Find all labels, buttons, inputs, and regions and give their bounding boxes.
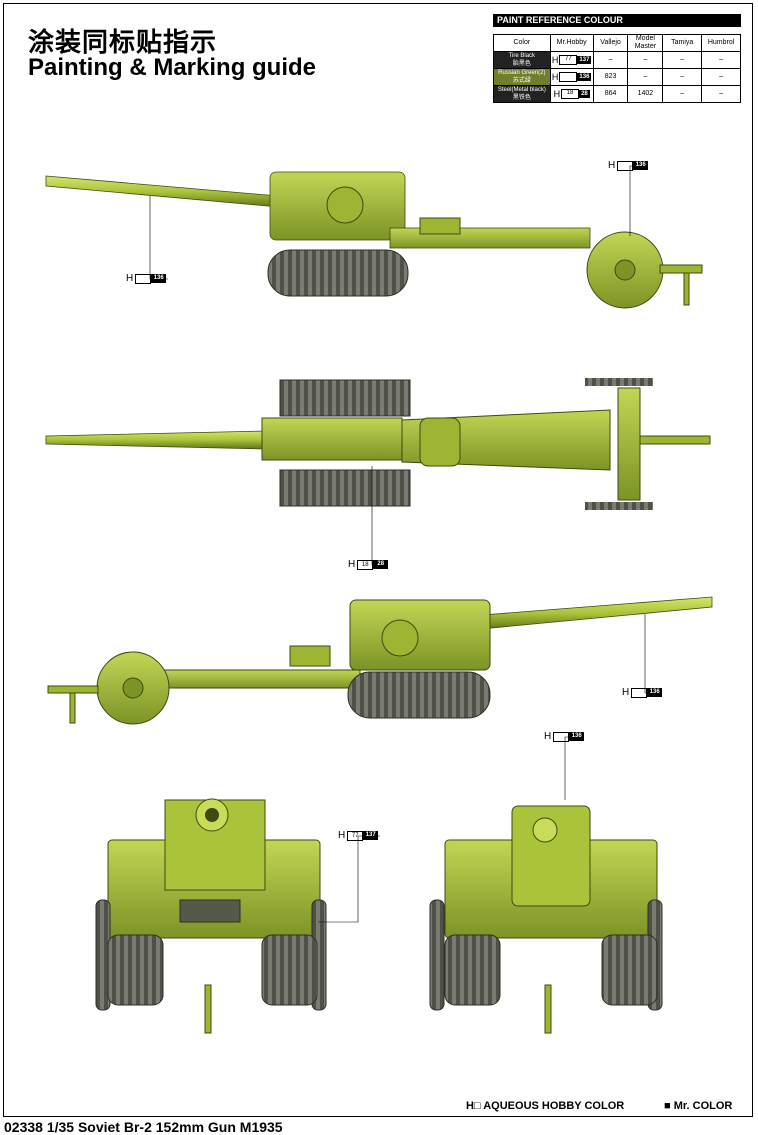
color-name: Tire Black: [508, 53, 536, 59]
legend-aqueous: H□ AQUEOUS HOBBY COLOR: [466, 1100, 625, 1112]
color-name-cn: 黑铁色: [512, 95, 531, 101]
h-code-box: 77: [347, 830, 364, 841]
callout-rear-green: H 136: [544, 731, 585, 742]
h-code-box: [135, 273, 152, 284]
h-letter: H: [544, 731, 552, 742]
color-name-cn: 胎黑色: [512, 61, 531, 67]
color-name: Steel(Metal black): [497, 87, 546, 93]
callout-barrel2-green: H 136: [622, 687, 663, 698]
callout-wheel-green: H 136: [608, 160, 649, 171]
side-view-right: [47, 596, 713, 725]
mr-color-code: 28: [373, 560, 389, 569]
front-view: [95, 798, 327, 1034]
title-english: Painting & Marking guide: [28, 54, 317, 81]
h-code-box: [553, 731, 570, 742]
title-chinese: 涂装同标贴指示: [28, 28, 218, 58]
h-letter: H: [622, 687, 630, 698]
h-code-box: 77: [559, 54, 578, 65]
vallejo-cell: 864: [592, 85, 629, 103]
color-name-cell: Tire Black 胎黑色: [493, 51, 551, 69]
color-name-cn: 苏式绿: [512, 78, 531, 84]
page-frame: [3, 3, 753, 1117]
callout-barrel-green: H 136: [126, 273, 167, 284]
mr-color-code: 28: [579, 89, 590, 98]
mr-color-code: 137: [577, 55, 592, 64]
mr-color-code: 136: [577, 72, 592, 81]
mr-color-code: 136: [151, 274, 167, 283]
h-code-box: 18: [561, 88, 580, 99]
side-view-left: [45, 171, 703, 309]
color-name: Russian Green(2): [498, 70, 546, 76]
footer-product-title: 02338 1/35 Soviet Br-2 152mm Gun M1935: [4, 1119, 283, 1135]
h-letter: H: [338, 830, 346, 841]
h-code-box: 18: [357, 559, 374, 570]
mr-color-code: 137: [363, 831, 379, 840]
color-name-cell: Russian Green(2) 苏式绿: [493, 68, 551, 86]
rear-view: [429, 805, 663, 1034]
mr-color-code: 136: [647, 688, 663, 697]
mr-color-code: 136: [569, 732, 585, 741]
color-name-cell: Steel(Metal black) 黑铁色: [493, 85, 551, 103]
humbrol-cell: –: [701, 85, 741, 103]
h-letter: H: [126, 273, 134, 284]
paint-reference-heading: PAINT REFERENCE COLOUR: [493, 14, 741, 27]
mr-color-code: 136: [633, 161, 649, 170]
h-letter: H: [348, 559, 356, 570]
paint-reference-table: Color Mr.Hobby Vallejo Model Master Tami…: [493, 34, 741, 103]
h-letter: H: [608, 160, 616, 171]
h-code-box: [617, 160, 634, 171]
h-code-box: [631, 687, 648, 698]
modelmaster-cell: 1402: [627, 85, 664, 103]
h-code-box: [559, 71, 578, 82]
legend-mr-color: ■ Mr. COLOR: [664, 1100, 733, 1112]
top-view: [45, 378, 711, 510]
